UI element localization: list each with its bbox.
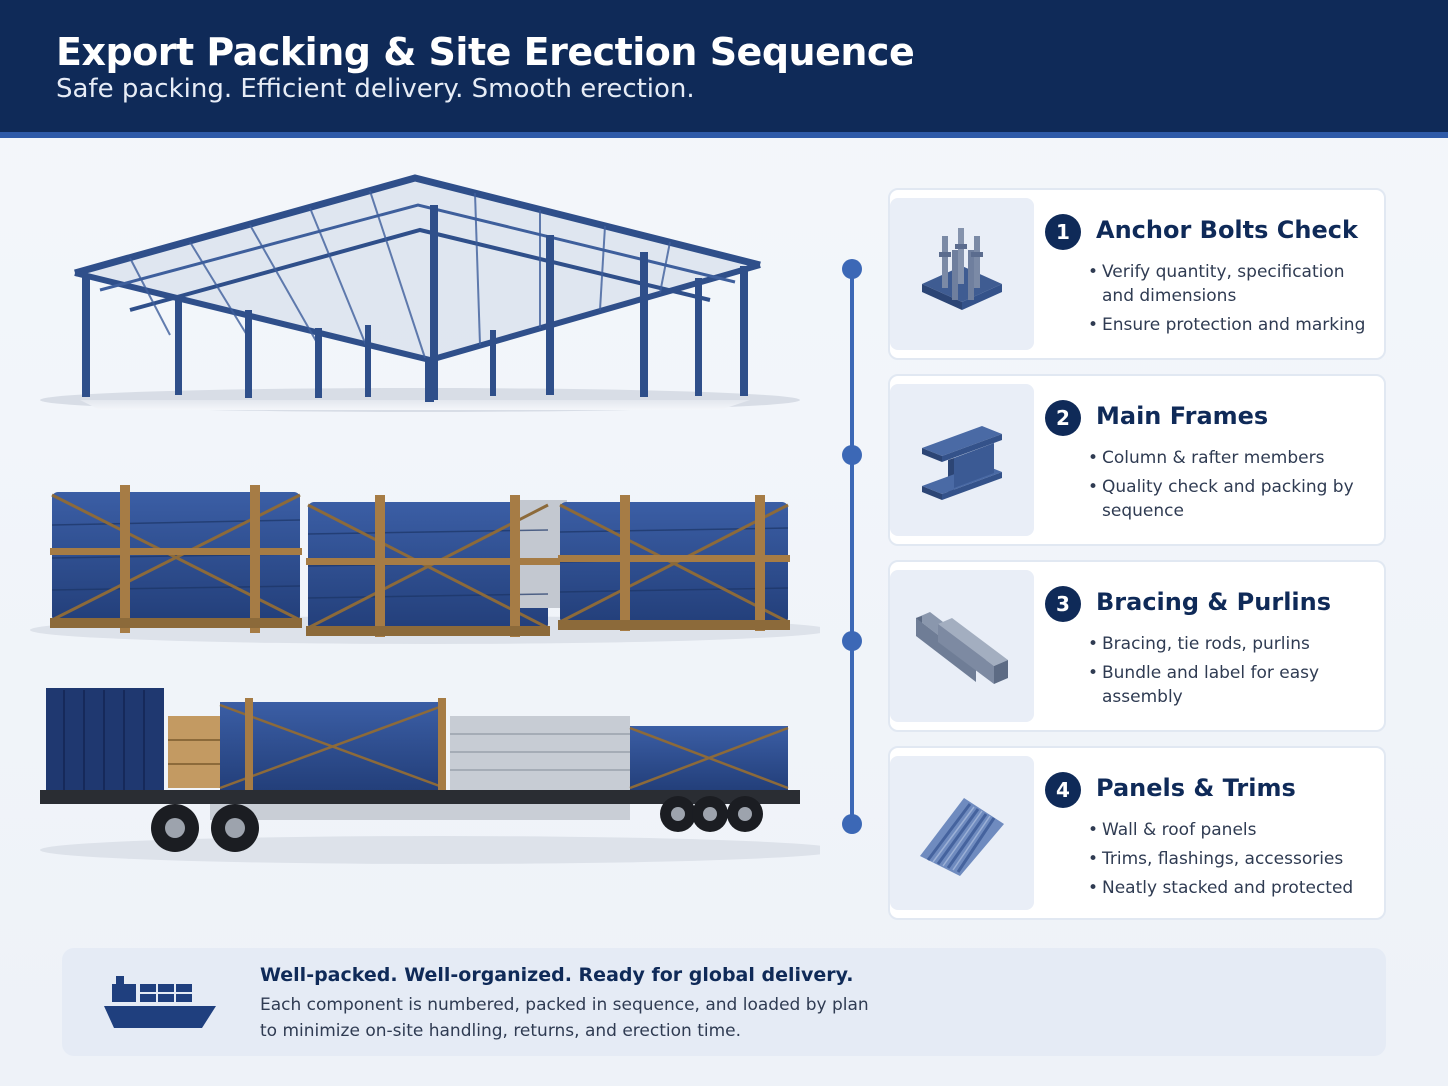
anchor-bolts-icon (922, 228, 1002, 310)
step-number-badge: 1 (1045, 214, 1081, 250)
timeline-line (850, 268, 854, 824)
steel-frame-structure-icon (40, 174, 800, 412)
timeline-dot-4 (842, 814, 862, 834)
page-subtitle: Safe packing. Efficient delivery. Smooth… (56, 74, 695, 104)
step-card-2: 2 Main Frames Column & rafter members Qu… (888, 374, 1386, 546)
step-bullet-list: Bracing, tie rods, purlins Bundle and la… (1088, 632, 1378, 714)
i-beam-icon (922, 426, 1002, 500)
step-card-3: 3 Bracing & Purlins Bracing, tie rods, p… (888, 560, 1386, 732)
list-item: Wall & roof panels (1088, 818, 1378, 842)
step-number-badge: 3 (1045, 586, 1081, 622)
purlin-channel-icon (916, 612, 1008, 684)
step-title: Bracing & Purlins (1096, 588, 1332, 616)
list-item: Neatly stacked and protected (1088, 876, 1378, 900)
step-number-badge: 4 (1045, 772, 1081, 808)
step-title: Anchor Bolts Check (1096, 216, 1358, 244)
footer-body: Each component is numbered, packed in se… (260, 995, 869, 1041)
illustration-svg (30, 174, 820, 864)
list-item: Bundle and label for easy assembly (1088, 661, 1378, 709)
step-card-1: 1 Anchor Bolts Check Verify quantity, sp… (888, 188, 1386, 360)
step-bullet-list: Wall & roof panels Trims, flashings, acc… (1088, 818, 1378, 905)
timeline-dot-3 (842, 631, 862, 651)
timeline-dot-2 (842, 445, 862, 465)
list-item: Column & rafter members (1088, 446, 1378, 470)
step-icon-box (890, 198, 1034, 350)
list-item: Verify quantity, specification and dimen… (1088, 260, 1378, 308)
list-item: Trims, flashings, accessories (1088, 847, 1378, 871)
corrugated-panel-icon (920, 798, 1004, 876)
illustration-panel (20, 160, 820, 880)
timeline-dot-1 (842, 259, 862, 279)
page-title: Export Packing & Site Erection Sequence (56, 30, 915, 74)
list-item: Ensure protection and marking (1088, 313, 1378, 337)
list-item: Bracing, tie rods, purlins (1088, 632, 1378, 656)
step-bullet-list: Column & rafter members Quality check an… (1088, 446, 1378, 528)
step-bullet-list: Verify quantity, specification and dimen… (1088, 260, 1378, 342)
list-item: Quality check and packing by sequence (1088, 475, 1378, 523)
step-title: Main Frames (1096, 402, 1269, 430)
footer-title: Well-packed. Well-organized. Ready for g… (260, 964, 854, 986)
step-icon-box (890, 384, 1034, 536)
flatbed-truck-icon (40, 688, 820, 864)
step-title: Panels & Trims (1096, 774, 1296, 802)
step-icon-box (890, 756, 1034, 910)
step-number-badge: 2 (1045, 400, 1081, 436)
packed-bundles-icon (30, 485, 820, 644)
header-banner: Export Packing & Site Erection Sequence … (0, 0, 1448, 138)
step-card-4: 4 Panels & Trims Wall & roof panels Trim… (888, 746, 1386, 920)
step-icon-box (890, 570, 1034, 722)
footer-banner: Well-packed. Well-organized. Ready for g… (62, 948, 1386, 1056)
cargo-ship-icon (104, 976, 216, 1028)
